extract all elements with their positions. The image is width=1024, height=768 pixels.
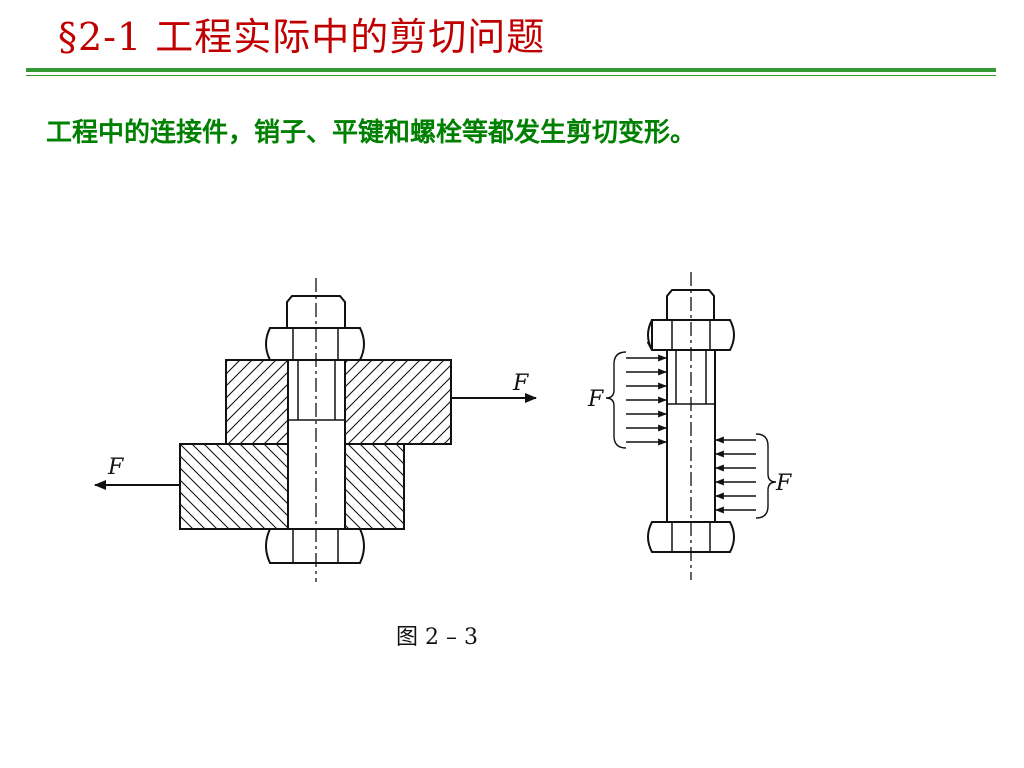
force-label-left: F xyxy=(107,455,124,480)
top-nut xyxy=(265,327,365,361)
lower-distributed-load xyxy=(715,433,777,519)
figure-caption: 图 2 – 3 xyxy=(396,625,478,650)
fbd-head xyxy=(647,521,735,553)
force-label-lower-load: F xyxy=(775,471,792,496)
force-label-upper-load: F xyxy=(587,387,604,412)
upper-distributed-load xyxy=(605,351,667,449)
force-label-right: F xyxy=(512,371,529,396)
title-divider-thick xyxy=(26,68,996,72)
intro-text: 工程中的连接件，销子、平键和螺栓等都发生剪切变形。 xyxy=(46,118,697,148)
bolt-head xyxy=(265,528,365,564)
joint-section-view xyxy=(94,278,537,582)
bolt-free-body-view xyxy=(605,272,777,580)
title-divider-thin xyxy=(26,75,996,76)
slide-title: §2-1 工程实际中的剪切问题 xyxy=(58,15,546,59)
